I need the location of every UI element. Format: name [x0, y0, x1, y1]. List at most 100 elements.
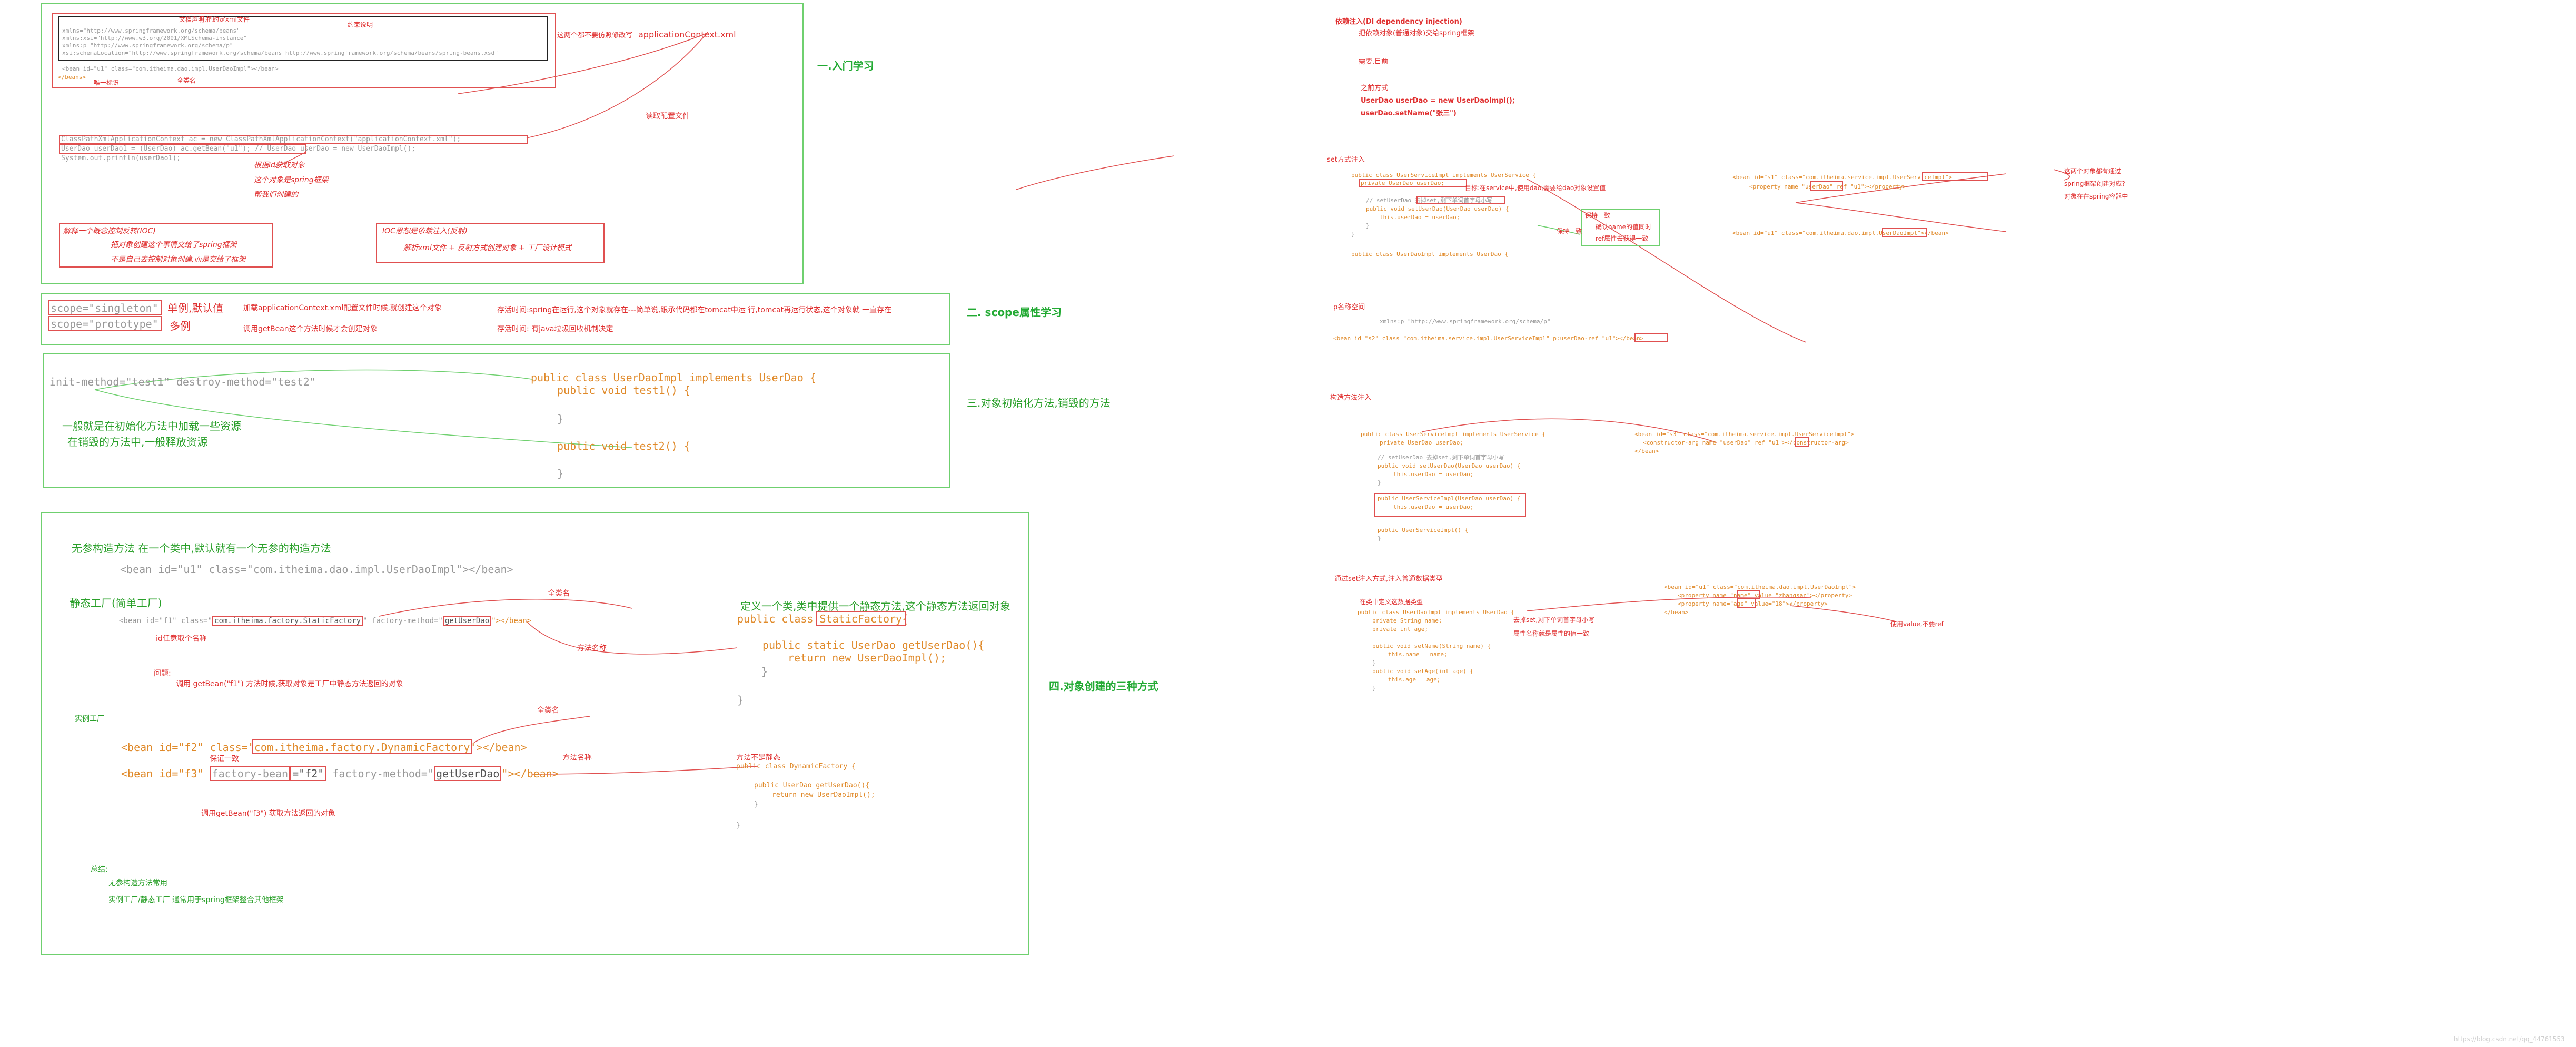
- ns-line: xmlns="http://www.springframework.org/sc…: [62, 27, 240, 34]
- basic-s2: public void setAge(int age) {: [1372, 668, 1474, 675]
- set-note-1: 保持一致: [1585, 212, 1611, 219]
- p-ns: xmlns:p="http://www.springframework.org/…: [1380, 318, 1551, 325]
- brace: }: [557, 467, 564, 480]
- ctor-setter-body: this.userDao = userDao;: [1393, 471, 1474, 478]
- basic-title: 通过set注入方式,注入普通数据类型: [1334, 575, 1443, 583]
- static-method-box: getUserDao: [442, 616, 492, 626]
- brace: }: [761, 665, 768, 678]
- section-create-box: [41, 512, 1029, 955]
- setter-body: this.userDao = userDao;: [1380, 214, 1460, 221]
- prototype-desc: 调用getBean这个方法时候才会创建对象: [243, 325, 378, 333]
- f2-fullname-tag: 全类名: [537, 706, 559, 715]
- basic-xml-3: <property name="age" value="18"></proper…: [1678, 600, 1828, 607]
- brace: }: [736, 822, 740, 829]
- f3-method-attr: factory-method=": [326, 767, 434, 780]
- basic-xml-1: <bean id="u1" class="com.itheima.dao.imp…: [1664, 584, 1856, 590]
- scope-singleton: scope="singleton": [51, 302, 158, 314]
- test1-line: public void test1() {: [557, 384, 690, 397]
- right-note-1: 这两个对象都有通过: [2064, 167, 2122, 175]
- code-line: UserDao userDao1 = (UserDao) ac.getBean(…: [61, 145, 416, 153]
- xml-head-label: 文档声明,把约定xml文件: [179, 16, 250, 23]
- code-line: ClassPathXmlApplicationContext ac = new …: [61, 135, 461, 143]
- basic-s1b: this.name = name;: [1388, 651, 1448, 658]
- basic-xml-2: <property name="name" value="zhangsan"><…: [1678, 592, 1852, 599]
- di-title: 依赖注入(Dl dependency injection): [1335, 18, 1462, 26]
- basic-s1: public void setName(String name) {: [1372, 643, 1491, 649]
- section-init-title: 三.对象初始化方法,销毁的方法: [967, 397, 1111, 409]
- namespace-box: [58, 16, 548, 61]
- section-create-title: 四.对象创建的三种方式: [1049, 680, 1158, 693]
- ctor-xml-3: </bean>: [1634, 448, 1659, 455]
- unique-label: 唯一标识: [94, 79, 120, 86]
- ioc-line: 解释一个概念控制反转(IOC): [63, 227, 156, 235]
- prototype-label: 多例: [170, 320, 191, 332]
- test2-line: public void test2() {: [557, 440, 690, 452]
- static-class-code-text: public class StaticFactory{: [737, 613, 909, 625]
- section-intro-title: 一.入门学习: [817, 60, 874, 72]
- f3-factory-bean: factory-bean: [210, 766, 291, 781]
- static-class-box: com.itheima.factory.StaticFactory: [212, 616, 363, 626]
- service-class: public class UserServiceImpl implements …: [1351, 172, 1536, 179]
- keep-same-tag: 保证一致: [210, 755, 239, 763]
- static-method-attr: " factory-method=": [363, 617, 443, 625]
- set-note-2: 确认name的值同时: [1596, 223, 1652, 231]
- singleton-label: 单例,默认值: [167, 302, 224, 314]
- xml-service-bean: <bean id="s1" class="com.itheima.service…: [1732, 174, 1953, 181]
- question-label: 问题:: [154, 669, 171, 678]
- destroy-note: 在销毁的方法中,一般释放资源: [67, 436, 208, 448]
- getbean-note: 帮我们创建的: [254, 191, 298, 199]
- brace: }: [1351, 231, 1355, 238]
- set-note-3: ref属性去获得一致: [1596, 235, 1649, 242]
- any-name-tag: id任意取个名称: [156, 635, 207, 643]
- f3-suffix: "></bean>: [501, 767, 559, 780]
- ctor-ref-box: [1795, 437, 1809, 447]
- header-note: 这两个都不要仿照修改写: [557, 32, 633, 39]
- bean-line: <bean id="u1" class="com.itheima.dao.imp…: [62, 65, 279, 72]
- basic-note-2: 去掉set,剩下单词首字母小写: [1513, 616, 1595, 624]
- singleton-life: 存活时间:spring在运行,这个对象就存在---简单说,跟承代码都在tomca…: [497, 306, 892, 314]
- brace: }: [737, 694, 744, 706]
- summary-title: 总结:: [91, 865, 108, 874]
- noarg-title: 无参构造方法 在一个类中,默认就有一个无参的构造方法: [72, 542, 331, 555]
- prototype-life: 存活时间: 有java垃圾回收机制决定: [497, 325, 613, 333]
- static-bean-suffix: "></bean>: [491, 617, 532, 625]
- basic-note-4: 使用value,不要ref: [1890, 620, 1944, 628]
- service-arrow: [1016, 155, 1175, 190]
- section-scope-box: [41, 293, 950, 345]
- ctor-title: 构造方法注入: [1330, 394, 1372, 402]
- ioc-line: 不是自己去控制对象创建,而是交给了框架: [111, 255, 246, 264]
- not-static-tag: 方法不是静态: [736, 754, 780, 762]
- beans-close: </beans>: [58, 74, 86, 81]
- ctor-class: public class UserServiceImpl implements …: [1361, 431, 1545, 438]
- question-text: 调用 getBean("f1") 方法时候,获取对象是工厂中静态方法返回的对象: [176, 680, 403, 688]
- constraint-label: 约束说明: [348, 21, 373, 28]
- static-class-code: public class StaticFactory{: [737, 612, 908, 626]
- fullname-tag: 全类名: [548, 589, 570, 598]
- basic-note-1: 在类中定义这数据类型: [1360, 598, 1423, 606]
- f3-bean-line: <bean id="f3" factory-bean="f2" factory-…: [121, 766, 559, 781]
- ctor-field: private UserDao userDao;: [1380, 439, 1463, 446]
- old-line-2: userDao.setName("张三"): [1361, 110, 1457, 117]
- setter-highlight: [1416, 196, 1505, 204]
- basic-f1: private String name;: [1372, 617, 1442, 624]
- ioc-theory-line: IOC思想是依赖注入(反射): [382, 227, 468, 235]
- setter-line: public void setUserDao(UserDao userDao) …: [1366, 205, 1509, 212]
- section-init-box: [43, 353, 950, 488]
- ctor-xml-2: <constructor-arg name="userDao" ref="u1"…: [1643, 439, 1849, 446]
- getbean-note: 根据id获取对象: [254, 161, 305, 170]
- summary-1: 无参构造方法常用: [108, 879, 167, 887]
- instance-title: 实例工厂: [75, 715, 104, 723]
- static-def: 定义一个类,类中提供一个静态方法,这个静态方法返回对象: [740, 600, 1010, 613]
- f3-f2: ="f2": [290, 766, 326, 781]
- value-arrow: [1790, 605, 1896, 622]
- scope-prototype: scope="prototype": [51, 318, 158, 330]
- summary-2: 实例工厂/静态工厂 通常用于spring框架整合其他框架: [108, 896, 284, 904]
- f3-method: getUserDao: [434, 766, 502, 781]
- f2-bean-line: <bean id="f2" class="com.itheima.factory…: [121, 740, 527, 754]
- ioc-box: [59, 223, 273, 268]
- code-line: System.out.println(userDao1);: [61, 154, 181, 162]
- brace: }: [1372, 685, 1376, 692]
- xml-dao-class-box: [1882, 228, 1927, 237]
- f2-bean: <bean id="f2" class="com.itheima.factory…: [121, 741, 527, 754]
- init-destroy-attrs: init-method="test1" destroy-method="test…: [49, 376, 316, 388]
